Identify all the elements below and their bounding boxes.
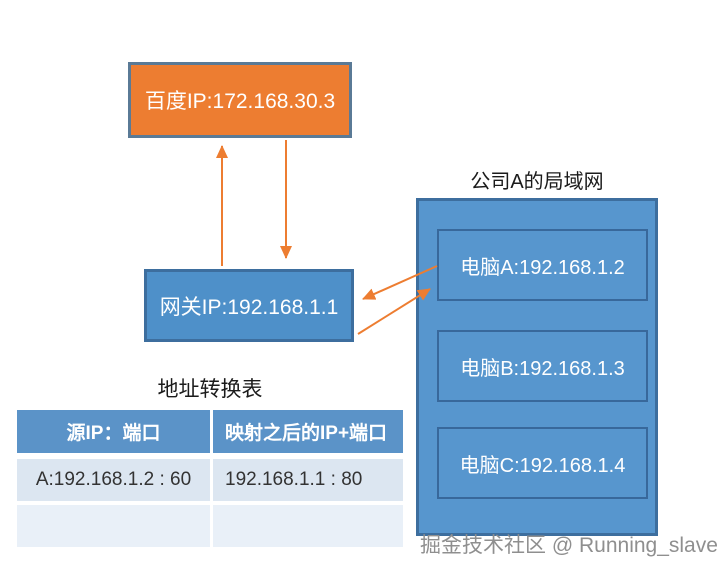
gateway-box: 网关IP:192.168.1.1 — [144, 269, 354, 342]
computer-b-label: 电脑B:192.168.1.3 — [460, 357, 625, 380]
watermark-text: 掘金技术社区 @ Running_slave — [420, 534, 718, 557]
nat-table: 源IP：端口 映射之后的IP+端口 A:192.168.1.2 : 60 192… — [17, 410, 403, 547]
computer-b-box: 电脑B:192.168.1.3 — [437, 330, 648, 402]
nat-table-title: 地址转换表 — [157, 378, 263, 401]
computer-a-label: 电脑A:192.168.1.2 — [460, 256, 625, 279]
nat-table-row: A:192.168.1.2 : 60 192.168.1.1 : 80 — [17, 459, 403, 501]
nat-table-header-source: 源IP：端口 — [17, 410, 210, 453]
nat-table-cell-mapped: 192.168.1.1 : 80 — [213, 459, 403, 501]
nat-table-header-mapped: 映射之后的IP+端口 — [213, 410, 403, 453]
nat-table-row — [17, 505, 403, 547]
baidu-server-box: 百度IP:172.168.30.3 — [128, 62, 352, 138]
nat-table-cell-mapped — [213, 505, 403, 547]
computer-c-label: 电脑C:192.168.1.4 — [459, 454, 626, 477]
baidu-server-label: 百度IP:172.168.30.3 — [144, 90, 336, 113]
gateway-label: 网关IP:192.168.1.1 — [159, 295, 339, 319]
computer-c-box: 电脑C:192.168.1.4 — [437, 427, 648, 499]
nat-table-header-row: 源IP：端口 映射之后的IP+端口 — [17, 410, 403, 453]
computer-a-box: 电脑A:192.168.1.2 — [437, 229, 648, 301]
nat-table-cell-source — [17, 505, 210, 547]
lan-title: 公司A的局域网 — [470, 171, 604, 193]
nat-table-cell-source: A:192.168.1.2 : 60 — [17, 459, 210, 501]
